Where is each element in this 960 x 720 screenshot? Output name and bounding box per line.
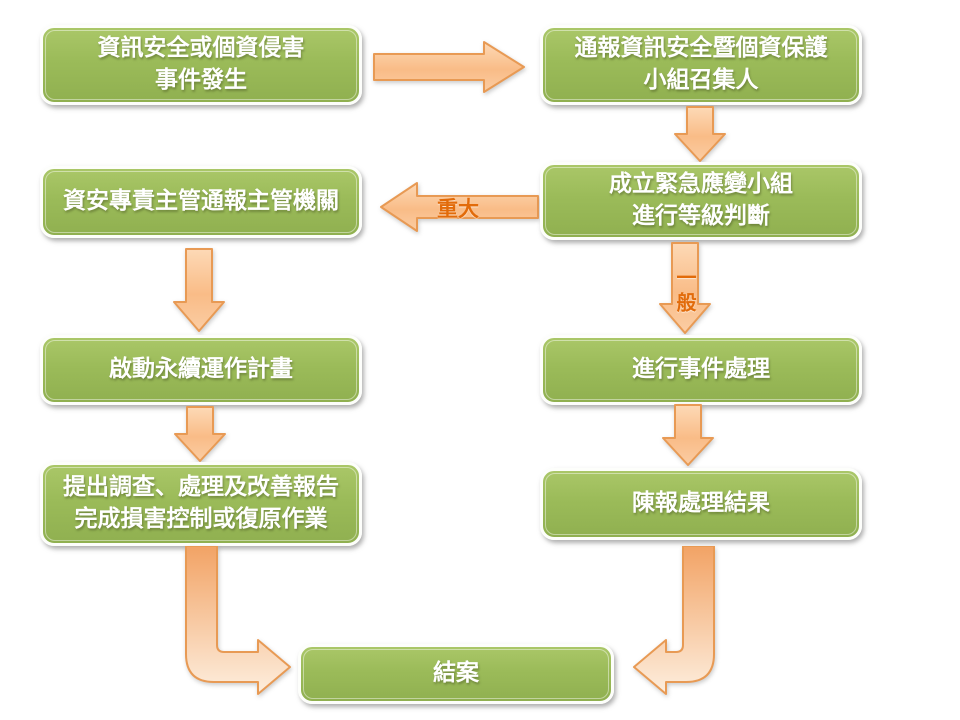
node-notify-convener-line1: 通報資訊安全暨個資保護 [574,35,828,62]
node-report-improvement-line2: 完成損害控制或復原作業 [74,506,328,532]
node-handle-incident: 進行事件處理 [540,335,862,405]
node-report-authority: 資安專責主管通報主管機關 [40,166,362,238]
arrow-continuity-to-report [174,406,226,462]
arrow-handling-to-result [662,404,714,466]
node-continuity-plan: 啟動永續運作計畫 [40,335,362,405]
node-incident-line1: 資訊安全或個資侵害 [97,35,305,62]
arrow-result-to-close [633,546,715,695]
node-close-case-line1: 結案 [433,660,479,687]
node-continuity-plan-line1: 啟動永續運作計畫 [109,356,293,383]
node-report-result: 陳報處理結果 [540,468,862,540]
node-report-improvement: 提出調查、處理及改善報告 完成損害控制或復原作業 [40,462,362,546]
arrow-authority-to-continuity [173,248,225,332]
node-report-result-line1: 陳報處理結果 [632,490,770,517]
branch-label-major: 重大 [437,197,479,221]
arrow-emergency-to-authority-major [380,182,539,232]
branch-label-general: 一般 [673,267,697,317]
node-incident: 資訊安全或個資侵害 事件發生 [40,25,362,105]
arrow-notify-to-emergency [674,106,726,162]
node-incident-line2: 事件發生 [155,67,247,93]
node-notify-convener-line2: 小組召集人 [643,67,759,93]
node-report-improvement-line1: 提出調查、處理及改善報告 [63,474,339,501]
node-close-case: 結案 [298,644,614,704]
arrow-improvement-to-close [185,546,291,695]
node-report-authority-line1: 資安專責主管通報主管機關 [63,188,339,215]
arrow-incident-to-notify [373,41,525,93]
node-handle-incident-line1: 進行事件處理 [632,356,770,383]
node-notify-convener: 通報資訊安全暨個資保護 小組召集人 [540,25,862,105]
node-emergency-team: 成立緊急應變小組 進行等級判斷 [540,162,862,240]
arrow-emergency-to-handling-general [659,242,711,334]
node-emergency-team-line1: 成立緊急應變小組 [609,171,793,198]
node-emergency-team-line2: 進行等級判斷 [632,203,770,229]
